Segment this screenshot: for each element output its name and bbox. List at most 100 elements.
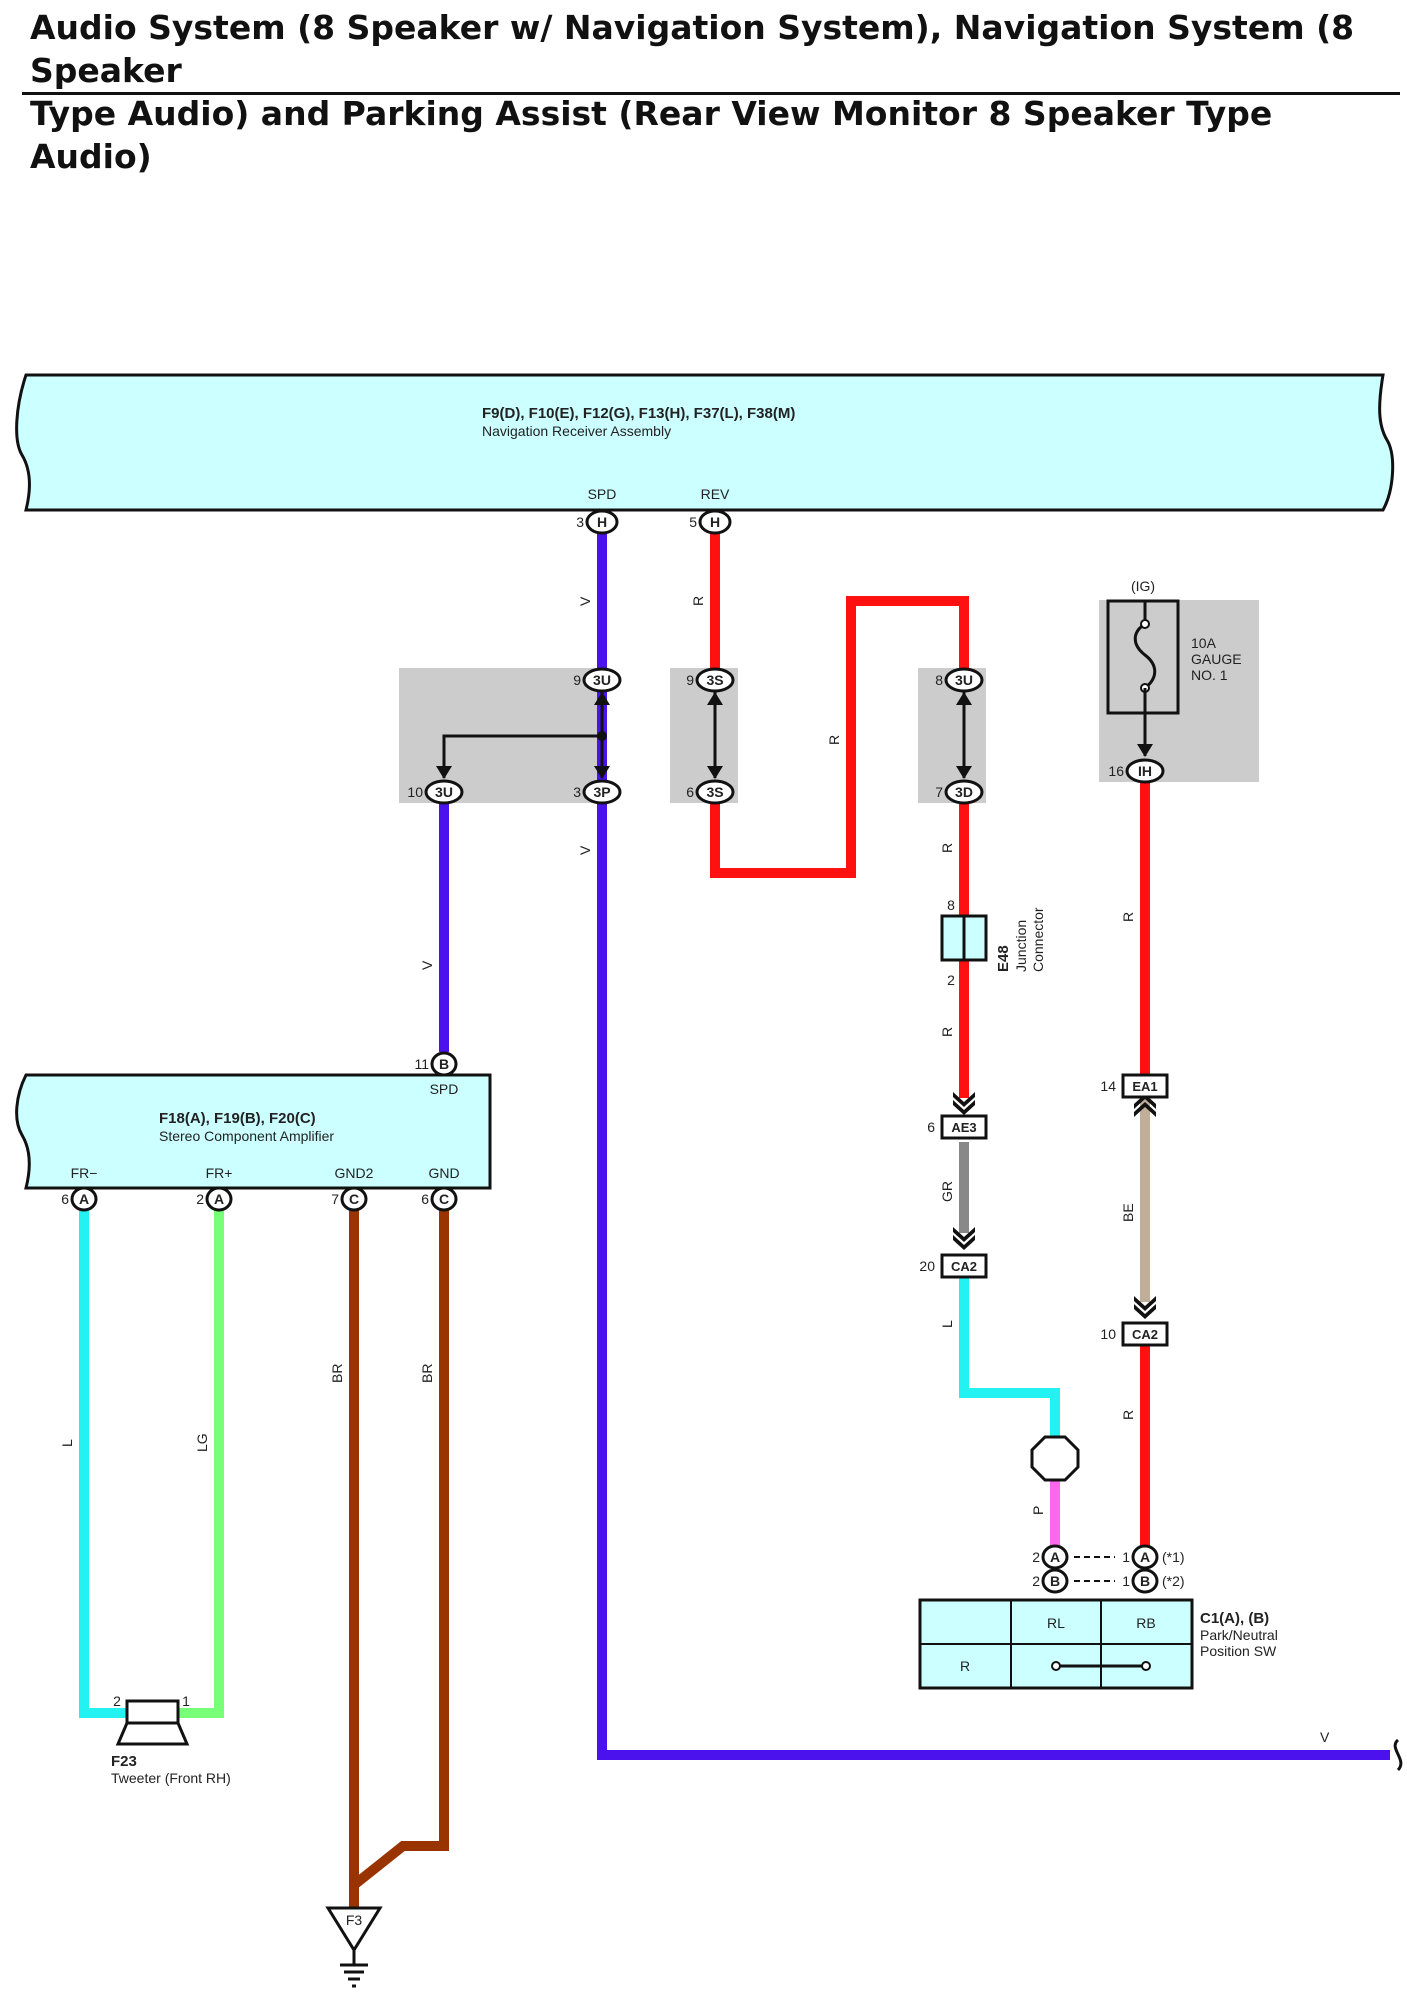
ae3-pin: 6 — [927, 1119, 935, 1135]
fuse-name-1: GAUGE — [1191, 651, 1242, 667]
tweeter-body — [125, 1699, 180, 1725]
sw-right-b-conn: B — [1140, 1573, 1150, 1589]
ca2-right-pin: 10 — [1100, 1326, 1116, 1342]
sw-note-a: (*1) — [1162, 1549, 1185, 1565]
j3-arrow-down-icon — [956, 766, 972, 779]
pin-sw-left-a — [1041, 1544, 1069, 1570]
sw-note-b: (*2) — [1162, 1573, 1185, 1589]
wire-label-r5: R — [1120, 912, 1136, 922]
j1-splice-dot — [597, 731, 607, 741]
ae3-conn: AE3 — [951, 1120, 976, 1135]
amp-spd-label: SPD — [430, 1081, 459, 1097]
fuse-element-icon — [1133, 622, 1157, 690]
amp-frm-conn: A — [79, 1191, 89, 1207]
sw-left-a-pin: 2 — [1032, 1549, 1040, 1565]
sw-name-2: Position SW — [1200, 1643, 1277, 1659]
sw-col-rl: RL — [1047, 1615, 1065, 1631]
amp-gnd2-conn: C — [349, 1191, 359, 1207]
j1-arrow-up-icon — [594, 692, 610, 705]
j1-top-conn: 3U — [593, 672, 611, 688]
fuse-arrow-down-icon — [1137, 744, 1153, 757]
j1-right-conn: 3P — [593, 784, 610, 800]
j3-bottom-pin: 7 — [935, 784, 943, 800]
j1-top-pin: 9 — [573, 672, 581, 688]
tweeter-speaker-icon — [115, 1721, 190, 1746]
fuse-out-pin: 16 — [1108, 763, 1124, 779]
wire-label-br1: BR — [329, 1364, 345, 1383]
title-line-2: Type Audio) and Parking Assist (Rear Vie… — [30, 94, 1273, 176]
j3-top-conn: 3U — [955, 672, 973, 688]
wire-label-r3: R — [939, 843, 955, 853]
sw-left-b-pin: 2 — [1032, 1573, 1040, 1589]
amp-spd-pin: 11 — [414, 1056, 429, 1072]
sw-right-a-pin: 1 — [1122, 1549, 1130, 1565]
wire-label-p: P — [1030, 1506, 1046, 1515]
j1-left-pin: 10 — [407, 784, 423, 800]
j2-top-pin: 9 — [686, 672, 694, 688]
ae3-connector — [940, 1114, 988, 1140]
fuse-contact-top — [1140, 619, 1150, 629]
ea1-connector — [1121, 1073, 1169, 1099]
sw-continuity-dot-right — [1141, 1661, 1151, 1671]
fuse-name-2: NO. 1 — [1191, 667, 1228, 683]
wire-label-br2: BR — [419, 1364, 435, 1383]
j3-bottom-conn: 3D — [955, 784, 973, 800]
nav-receiver-box — [15, 373, 1395, 512]
e48-label-2: Connector — [1030, 907, 1046, 972]
wire-label-v3: V — [419, 960, 435, 970]
fuse-box — [1106, 599, 1180, 715]
ca2-right-chevron-icon — [1134, 1296, 1156, 1319]
j2-bottom-conn: 3S — [706, 784, 723, 800]
sw-left-a-conn: A — [1050, 1549, 1060, 1565]
wire-label-v1: V — [577, 596, 593, 606]
wire-lg-tweeter — [178, 1210, 224, 1718]
octagon-splice — [1030, 1435, 1080, 1482]
nav-receiver-name: Navigation Receiver Assembly — [482, 423, 671, 439]
pin-j1-top — [582, 667, 622, 693]
nav-rev-pin: 5 — [689, 514, 697, 530]
nav-spd-conn: H — [597, 514, 607, 530]
j2-arrow-down-icon — [707, 766, 723, 779]
pin-nav-spd — [585, 509, 619, 535]
pin-amp-frp — [205, 1186, 233, 1212]
pin-j2-bottom — [695, 779, 735, 805]
j3-arrow-up-icon — [956, 692, 972, 705]
amp-frm-pin: 6 — [61, 1191, 69, 1207]
amp-frm-label: FR− — [71, 1165, 98, 1181]
ground-code: F3 — [346, 1912, 363, 1928]
wire-label-gr: GR — [939, 1181, 955, 1202]
ca2-left-connector — [940, 1253, 988, 1279]
amp-frp-pin: 2 — [196, 1191, 204, 1207]
tweeter-code: F23 — [111, 1753, 137, 1770]
pin-sw-left-b — [1041, 1568, 1069, 1594]
amp-gnd-label: GND — [428, 1165, 459, 1181]
j1-right-pin: 3 — [573, 784, 581, 800]
sw-right-a-conn: A — [1140, 1549, 1150, 1565]
ground-triangle — [325, 1906, 383, 1953]
pin-amp-gnd — [430, 1186, 458, 1212]
pin-j1-right — [582, 779, 622, 805]
nav-rev-label: REV — [701, 486, 730, 502]
title-line-1: Audio System (8 Speaker w/ Navigation Sy… — [30, 8, 1355, 90]
sw-col-rb: RB — [1136, 1615, 1155, 1631]
amp-gnd2-label: GND2 — [335, 1165, 374, 1181]
wire-label-be: BE — [1120, 1203, 1136, 1222]
wire-l-tweeter — [79, 1210, 127, 1718]
wire-label-r2: R — [826, 735, 842, 745]
nav-receiver-codes: F9(D), F10(E), F12(G), F13(H), F37(L), F… — [482, 405, 795, 422]
junction-block-2 — [670, 668, 738, 803]
j1-left-conn: 3U — [435, 784, 453, 800]
wire-label-l1: L — [939, 1320, 955, 1328]
wire-l-to-switch — [959, 1277, 1060, 1437]
pin-sw-right-a — [1131, 1544, 1159, 1570]
sw-left-b-conn: B — [1050, 1573, 1060, 1589]
nav-rev-conn: H — [710, 514, 720, 530]
wire-label-r1: R — [690, 596, 706, 606]
pin-amp-spd — [430, 1051, 458, 1077]
amp-frp-label: FR+ — [206, 1165, 233, 1181]
pin-j3-bottom — [944, 779, 984, 805]
ca2-left-pin: 20 — [919, 1258, 935, 1274]
sw-right-b-pin: 1 — [1122, 1573, 1130, 1589]
wire-label-lg: LG — [194, 1433, 210, 1452]
